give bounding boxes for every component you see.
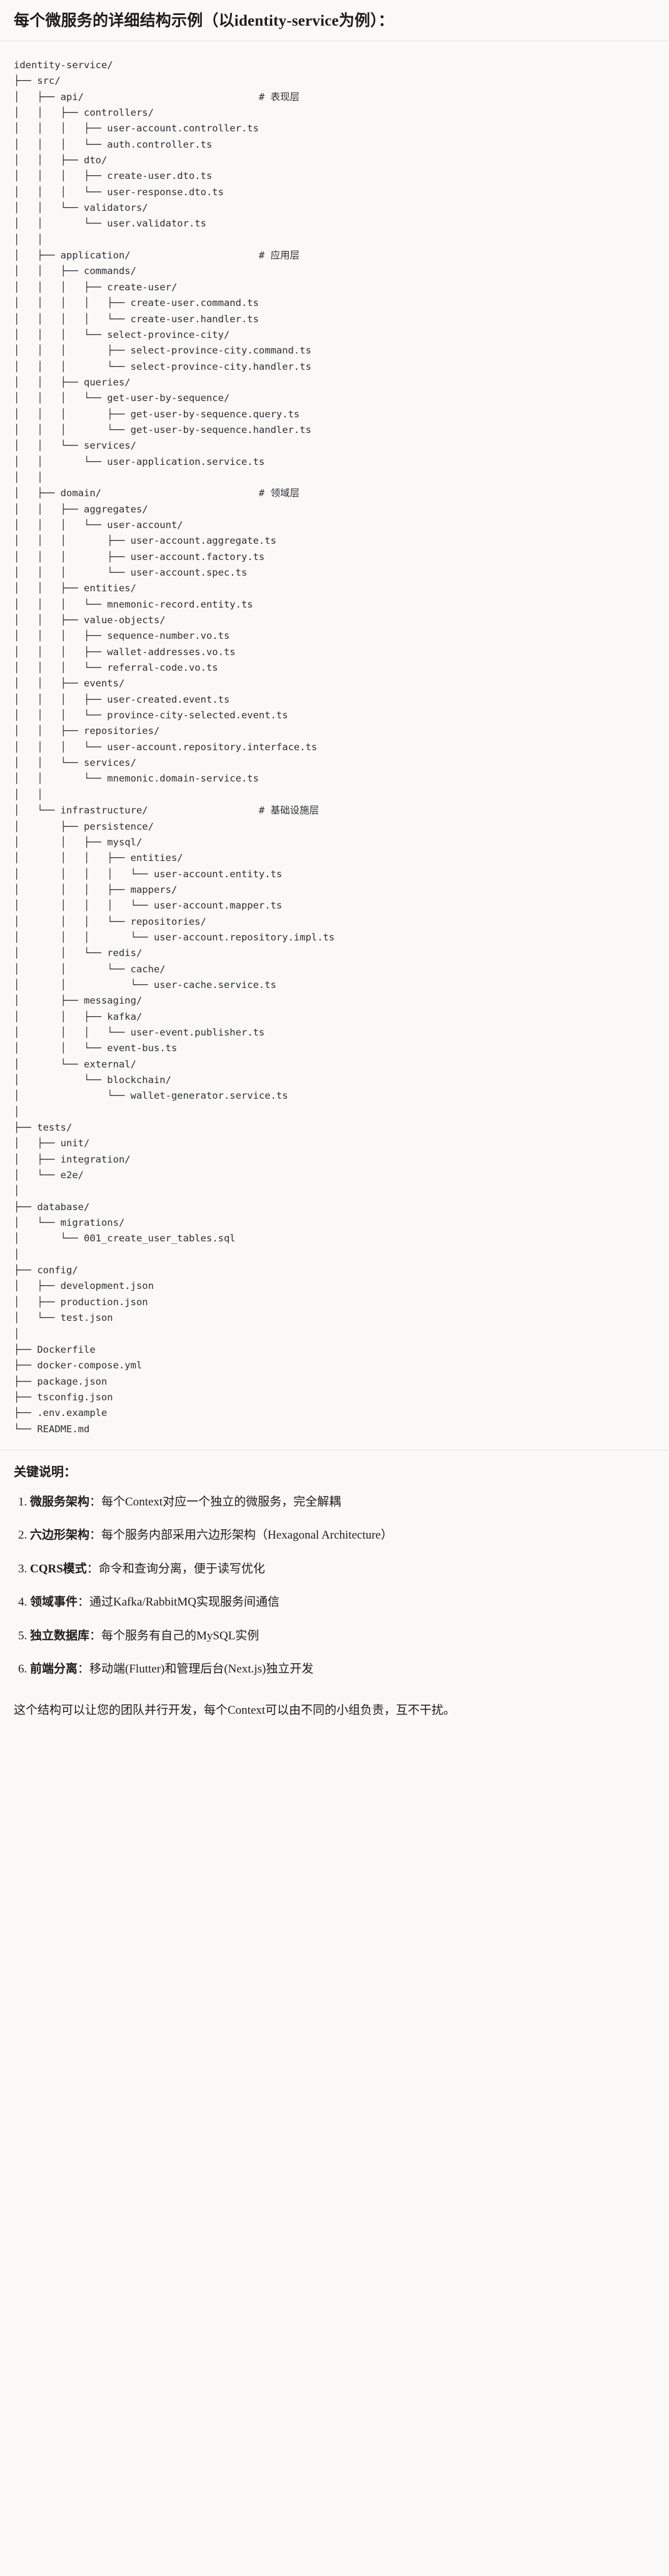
note-item: CQRS模式：命令和查询分离，便于读写优化 (30, 1560, 654, 1578)
note-term: 领域事件 (30, 1596, 78, 1609)
note-term: 六边形架构 (30, 1529, 90, 1542)
note-separator: ： (89, 1629, 102, 1642)
page-title: 每个微服务的详细结构示例（以identity-service为例）： (14, 13, 395, 29)
note-description: 每个服务有自己的MySQL实例 (101, 1629, 259, 1642)
note-item: 六边形架构：每个服务内部采用六边形架构（Hexagonal Architectu… (30, 1526, 654, 1544)
note-description: 每个Context对应一个独立的微服务，完全解耦 (101, 1495, 341, 1509)
note-term: 独立数据库 (30, 1629, 90, 1642)
note-item: 领域事件：通过Kafka/RabbitMQ实现服务间通信 (30, 1593, 654, 1611)
directory-tree-block: identity-service/ ├── src/ │ ├── api/ # … (0, 41, 669, 1450)
note-description: 命令和查询分离，便于读写优化 (98, 1562, 265, 1576)
note-separator: ： (78, 1662, 90, 1676)
note-item: 独立数据库：每个服务有自己的MySQL实例 (30, 1627, 654, 1645)
note-term: 前端分离 (30, 1662, 78, 1676)
closing-paragraph: 这个结构可以让您的团队并行开发，每个Context可以由不同的小组负责，互不干扰… (14, 1703, 456, 1717)
note-separator: ： (89, 1529, 102, 1542)
note-term: 微服务架构 (30, 1495, 90, 1509)
key-notes-section: 关键说明： 微服务架构：每个Context对应一个独立的微服务，完全解耦 六边形… (0, 1450, 669, 1688)
directory-tree: identity-service/ ├── src/ │ ├── api/ # … (14, 59, 335, 1435)
note-item: 微服务架构：每个Context对应一个独立的微服务，完全解耦 (30, 1493, 654, 1511)
note-separator: ： (78, 1596, 90, 1609)
note-description: 通过Kafka/RabbitMQ实现服务间通信 (89, 1596, 280, 1609)
note-item: 前端分离：移动端(Flutter)和管理后台(Next.js)独立开发 (30, 1660, 654, 1678)
note-description: 移动端(Flutter)和管理后台(Next.js)独立开发 (89, 1662, 314, 1676)
note-term: CQRS模式 (30, 1562, 87, 1576)
note-description: 每个服务内部采用六边形架构（Hexagonal Architecture） (101, 1529, 393, 1542)
note-separator: ： (86, 1562, 99, 1576)
key-notes-heading: 关键说明： (14, 1465, 76, 1479)
key-notes-list: 微服务架构：每个Context对应一个独立的微服务，完全解耦 六边形架构：每个服… (14, 1493, 654, 1679)
note-separator: ： (89, 1495, 102, 1509)
